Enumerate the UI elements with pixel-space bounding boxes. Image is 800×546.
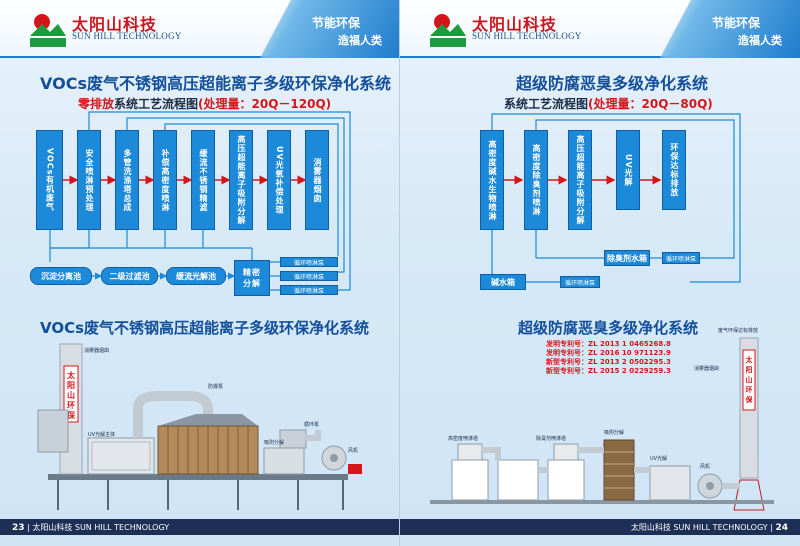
right-box-alkali-tank: 碱水箱 (480, 274, 526, 290)
pump-2: 循环喷淋泵 (280, 271, 338, 281)
flow-chart-label-right: 系统工艺流程图 (504, 97, 589, 111)
right-page: 太阳山科技 SUN HILL TECHNOLOGY 节能环保 造福人类 超级防腐… (400, 0, 800, 546)
left-footer-company: 太阳山科技 SUN HILL TECHNOLOGY (32, 523, 170, 532)
flow-chart-label: 系统工艺流程图 (114, 97, 199, 111)
left-footer: 23 | 太阳山科技 SUN HILL TECHNOLOGY (0, 519, 399, 535)
brand-name-cn: 太阳山科技 (72, 15, 158, 34)
flow-box-scrubber: 多管洗涤塔总成 (115, 130, 139, 230)
slogan-2-right: 造福人类 (738, 34, 782, 47)
pump-1: 循环喷淋泵 (280, 257, 338, 267)
patent-list: 发明专利号：ZL 2013 1 0465268.8 发明专利号：ZL 2016 … (546, 340, 671, 376)
flow-box-precise: 精密分解 (234, 260, 270, 296)
slogan-banner-right: 节能环保 造福人类 (660, 0, 800, 58)
flow-box-fine-filter: 缓流不锈钢精滤 (191, 130, 215, 230)
flow-box-photolysis: 缓流光解池 (166, 267, 226, 285)
flow-subtitle: 零排放系统工艺流程图(处理量：20Q－120Q) (78, 95, 331, 112)
right-box-deodorant: 高密度除臭剂喷淋 (524, 130, 548, 230)
left-page: 太阳山科技 SUN HILL TECHNOLOGY 节能环保 造福人类 VOCs… (0, 0, 400, 546)
label-pump: 防爆泵 (208, 383, 223, 390)
tower-brand-text: 太阳山环保 (66, 370, 76, 420)
equipment-illustration: 太阳山环保 (37, 343, 362, 510)
flow-box-sediment: 沉淀分离池 (30, 267, 92, 285)
brand-name-en: SUN HILL TECHNOLOGY (72, 31, 182, 41)
right-box-discharge: 环保达标排放 (662, 130, 686, 210)
flow-box-ion: 高压超能离子吸附分解 (229, 130, 253, 230)
label-fan-right: 风机 (700, 463, 710, 470)
right-box-uv: UV光解 (616, 130, 640, 210)
illus-title-right: 超级防腐恶臭多级净化系统 (518, 319, 699, 337)
right-footer-company: 太阳山科技 SUN HILL TECHNOLOGY (630, 523, 768, 532)
right-footer-text: 太阳山科技 SUN HILL TECHNOLOGY | 24 (630, 523, 788, 533)
patent-3: 新型专利号：ZL 2013 2 0502295.3 (546, 358, 671, 366)
patent-4: 新型专利号：ZL 2015 2 0229259.3 (546, 367, 671, 375)
label-deodorant-tower: 除臭剂喷淋塔 (536, 435, 566, 442)
label-uv: UV光解主体 (88, 431, 115, 438)
right-page-number: 24 (775, 523, 788, 533)
patent-2: 发明专利号：ZL 2016 10 971123.9 (546, 349, 671, 357)
flow-title-right: 超级防腐恶臭多级净化系统 (516, 74, 709, 93)
right-header: 太阳山科技 SUN HILL TECHNOLOGY 节能环保 造福人类 (400, 0, 800, 58)
slogan-2: 造福人类 (338, 34, 382, 47)
slogan-1: 节能环保 (311, 16, 360, 30)
right-box-alkali: 高密度碱水生物喷淋 (480, 130, 504, 230)
label-adsorb-right: 吸附分解 (604, 429, 624, 436)
right-box-tank: 除臭剂水箱 (604, 250, 650, 266)
flow-box-spray-comp: 补偿高密度喷淋 (153, 130, 177, 230)
flow-subtitle-right: 系统工艺流程图(处理量：20Q－80Q) (504, 95, 713, 112)
brand-name-en-right: SUN HILL TECHNOLOGY (472, 31, 582, 41)
slogan-banner: 节能环保 造福人类 (260, 0, 399, 58)
right-footer: 太阳山科技 SUN HILL TECHNOLOGY | 24 (400, 519, 800, 535)
company-logo (30, 14, 66, 47)
left-page-number: 23 (12, 523, 25, 533)
flow-box-vocs: VOCs有机废气 (36, 130, 63, 230)
equipment-illustration-right: 太阳山环保 (430, 327, 774, 511)
label-mist-right: 消雾器烟囱 (694, 365, 719, 372)
left-header: 太阳山科技 SUN HILL TECHNOLOGY 节能环保 造福人类 (0, 0, 399, 58)
flow-box-uv: UV光氧补偿处理 (267, 130, 291, 230)
label-discharge: 废气环保达标排放 (718, 327, 758, 334)
label-mist: 消雾器烟囱 (84, 347, 109, 354)
zero-emission-label: 零排放 (78, 97, 115, 111)
right-pump-2: 循环喷淋泵 (560, 276, 600, 288)
slogan-1-right: 节能环保 (711, 16, 760, 30)
label-uv-right: UV光解 (650, 455, 667, 462)
capacity-label-right: (处理量：20Q－80Q) (588, 97, 713, 111)
left-footer-text: 23 | 太阳山科技 SUN HILL TECHNOLOGY (12, 523, 170, 533)
label-cycle-pump: 循环泵 (304, 421, 319, 428)
illus-title: VOCs废气不锈钢高压超能离子多级环保净化系统 (40, 319, 370, 337)
label-adsorb: 吸附分解 (264, 439, 284, 446)
label-alkali-tower: 高密度喷淋塔 (448, 435, 478, 442)
flow-box-spray-pretreat: 安全喷淋预处理 (77, 130, 101, 230)
right-box-ion: 高压超能离子吸附分解 (568, 130, 592, 230)
flow-box-chimney: 消雾器烟囱 (305, 130, 329, 230)
right-pump-1: 循环喷淋泵 (662, 252, 700, 264)
flow-title: VOCs废气不锈钢高压超能离子多级环保净化系统 (40, 74, 391, 93)
brand-name-cn-right: 太阳山科技 (472, 15, 558, 34)
tower-brand-text-right: 太阳山环保 (745, 355, 754, 404)
pump-3: 循环喷淋泵 (280, 285, 338, 295)
patent-1: 发明专利号：ZL 2013 1 0465268.8 (546, 340, 671, 348)
label-fan: 风机 (348, 447, 358, 454)
flow-box-filter-2: 二级过滤池 (101, 267, 158, 285)
capacity-label: (处理量：20Q－120Q) (198, 97, 332, 111)
company-logo-right (430, 14, 466, 47)
